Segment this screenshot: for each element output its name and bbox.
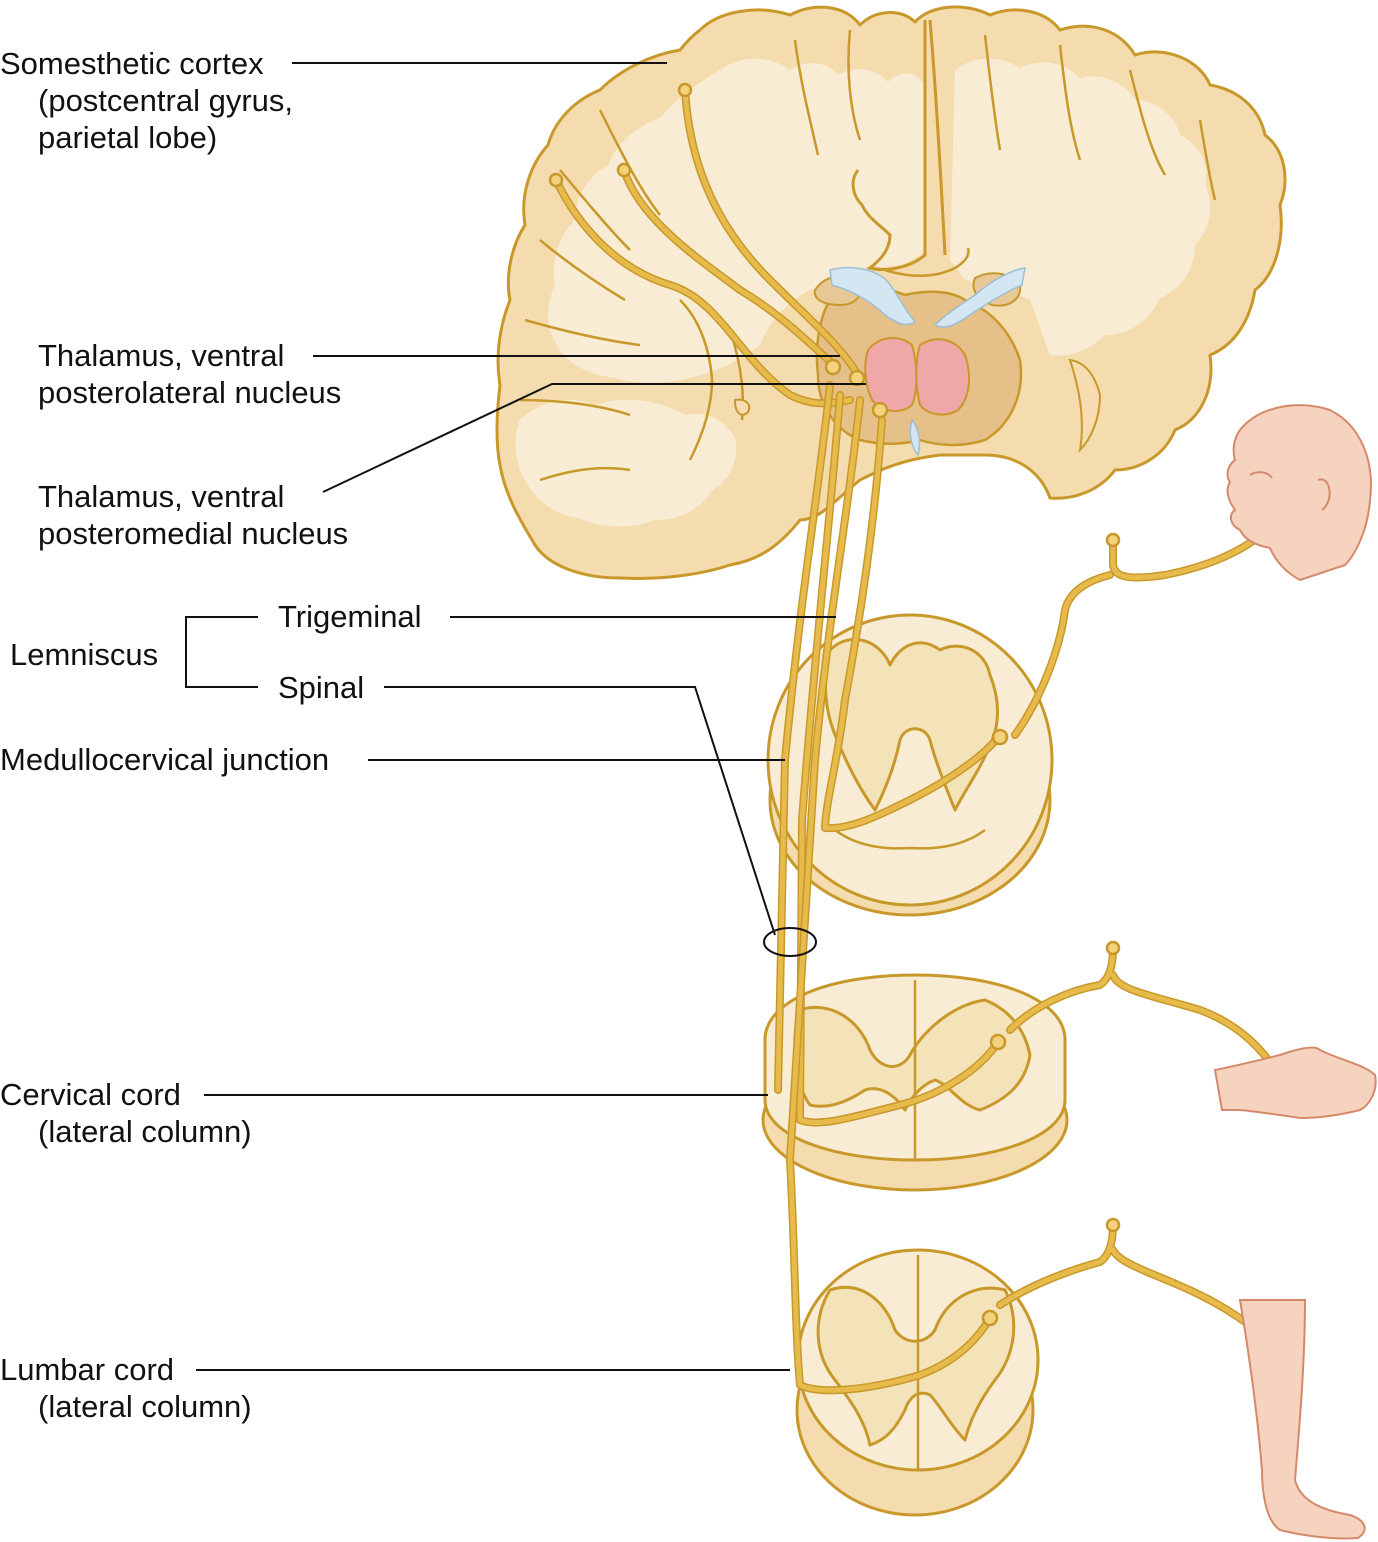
label-postcentral-gyrus: (postcentral gyrus, xyxy=(38,83,293,118)
ascending-fibers xyxy=(548,82,1295,1395)
lateral-ventricle xyxy=(829,267,917,326)
labels: Somesthetic cortex (postcentral gyrus, p… xyxy=(0,46,422,1424)
label-vpm-line2: posteromedial nucleus xyxy=(38,516,348,551)
label-lumbar-lateral-column: (lateral column) xyxy=(38,1389,252,1424)
label-parietal-lobe: parietal lobe) xyxy=(38,120,217,155)
lumbar-cord-section xyxy=(795,1248,1040,1517)
label-spinal: Spinal xyxy=(278,670,364,705)
head-illustration xyxy=(1226,404,1372,582)
label-cervical-cord: Cervical cord xyxy=(0,1077,181,1112)
label-vpm-line1: Thalamus, ventral xyxy=(38,479,284,514)
label-trigeminal: Trigeminal xyxy=(278,599,422,634)
thalamus xyxy=(813,267,1026,457)
leg-illustration xyxy=(1238,1299,1366,1540)
cortex-fibers xyxy=(552,86,862,408)
label-medullocervical-junction: Medullocervical junction xyxy=(0,742,329,777)
ventral-posterolateral-nucleus xyxy=(864,337,918,412)
spinal-lemniscus-fibers xyxy=(774,381,1002,1395)
label-lemniscus: Lemniscus xyxy=(10,637,158,672)
peripheral-fibers xyxy=(996,511,1289,1364)
label-vpl-line2: posterolateral nucleus xyxy=(38,375,341,410)
ventral-posteromedial-nucleus xyxy=(915,338,971,416)
hand-illustration xyxy=(1213,1046,1377,1120)
lateral-ventricle-right xyxy=(933,267,1026,328)
trigeminal-lemniscus-fibers xyxy=(821,416,1004,833)
leader-lines xyxy=(185,62,866,1371)
label-cervical-lateral-column: (lateral column) xyxy=(38,1114,252,1149)
label-vpl-line1: Thalamus, ventral xyxy=(38,338,284,373)
label-somesthetic-cortex: Somesthetic cortex xyxy=(0,46,264,81)
third-ventricle xyxy=(909,418,921,457)
label-lumbar-cord: Lumbar cord xyxy=(0,1352,174,1387)
cervical-cord-section xyxy=(761,973,1069,1192)
